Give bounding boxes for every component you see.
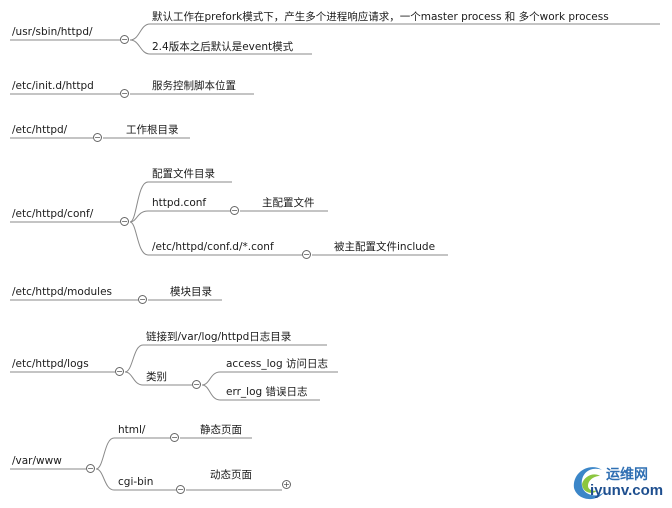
node-include-note[interactable]: 被主配置文件include (334, 241, 436, 253)
node-etc-httpd-modules[interactable]: /etc/httpd/modules (12, 286, 113, 298)
connector (124, 344, 327, 373)
node-prefork-note[interactable]: 默认工作在prefork模式下，产生多个进程响应请求，一个master proc… (152, 11, 609, 23)
connector (95, 468, 176, 491)
collapse-icon[interactable]: − (176, 485, 185, 494)
connector (201, 371, 338, 386)
node-etc-httpd-logs[interactable]: /etc/httpd/logs (12, 358, 89, 370)
collapse-icon[interactable]: − (138, 295, 147, 304)
collapse-icon[interactable]: − (86, 464, 95, 473)
collapse-icon[interactable]: − (230, 206, 239, 215)
watermark-en-text: iyunv.com (590, 482, 664, 499)
expand-icon[interactable]: + (282, 480, 291, 489)
connector (95, 437, 170, 470)
node-access-log[interactable]: access_log 访问日志 (226, 358, 328, 370)
node-conf-d[interactable]: /etc/httpd/conf.d/*.conf (152, 241, 274, 253)
connector (129, 23, 660, 41)
collapse-icon[interactable]: − (120, 217, 129, 226)
connector (201, 384, 320, 401)
node-err-log[interactable]: err_log 错误日志 (226, 386, 308, 398)
node-work-root-note[interactable]: 工作根目录 (126, 124, 179, 136)
node-conf-dir-note[interactable]: 配置文件目录 (152, 168, 215, 180)
node-modules-note[interactable]: 模块目录 (170, 286, 212, 298)
node-main-conf-note[interactable]: 主配置文件 (262, 197, 315, 209)
watermark: 运维网 iyunv.com (568, 458, 668, 504)
node-html[interactable]: html/ (118, 424, 146, 436)
node-etc-httpd[interactable]: /etc/httpd/ (12, 124, 68, 136)
collapse-icon[interactable]: − (93, 133, 102, 142)
node-static-pages-note[interactable]: 静态页面 (200, 424, 242, 436)
watermark-swirl-icon (573, 467, 604, 500)
node-service-script-note[interactable]: 服务控制脚本位置 (152, 80, 236, 92)
collapse-icon[interactable]: − (192, 380, 201, 389)
node-logs-category[interactable]: 类别 (146, 371, 167, 383)
collapse-icon[interactable]: − (120, 35, 129, 44)
node-etc-httpd-conf[interactable]: /etc/httpd/conf/ (12, 208, 94, 220)
node-event-note[interactable]: 2.4版本之后默认是event模式 (152, 41, 294, 53)
node-usr-sbin-httpd[interactable]: /usr/sbin/httpd/ (12, 26, 93, 38)
connector (124, 371, 192, 386)
node-logs-link-note[interactable]: 链接到/var/log/httpd日志目录 (146, 331, 292, 343)
collapse-icon[interactable]: − (120, 89, 129, 98)
watermark-cn-text: 运维网 (606, 467, 648, 483)
node-dynamic-pages-note[interactable]: 动态页面 (210, 469, 252, 481)
connector (129, 39, 312, 55)
node-httpd-conf[interactable]: httpd.conf (152, 197, 207, 209)
node-cgi-bin[interactable]: cgi-bin (118, 476, 154, 488)
node-var-www[interactable]: /var/www (12, 455, 62, 467)
collapse-icon[interactable]: − (302, 250, 311, 259)
node-init-d-httpd[interactable]: /etc/init.d/httpd (12, 80, 94, 92)
connector (129, 221, 302, 256)
collapse-icon[interactable]: − (115, 367, 124, 376)
connector (129, 210, 230, 223)
collapse-icon[interactable]: − (170, 433, 179, 442)
connector (129, 181, 232, 223)
